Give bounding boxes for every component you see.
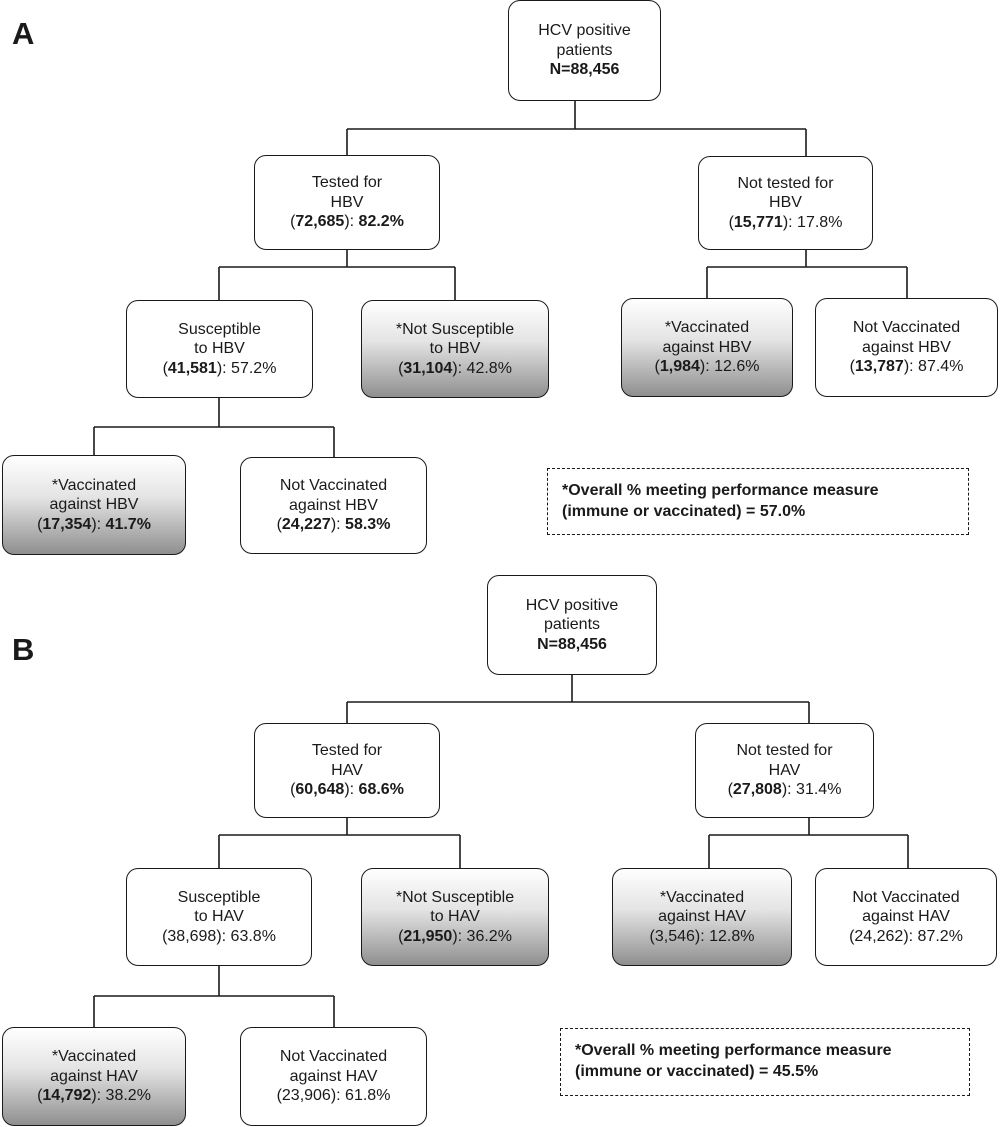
s-not-vaccinated-n: 24,227 bbox=[281, 516, 331, 534]
susceptible-node-b: Susceptible to HAV (38,698): 63.8% bbox=[126, 868, 312, 966]
susceptible-n: 41,581 bbox=[167, 359, 217, 377]
s-vaccinated-pct: 38.2% bbox=[105, 1087, 151, 1105]
s-not-vaccinated-line2: against HBV bbox=[289, 496, 378, 514]
susceptible-line1: Susceptible bbox=[178, 320, 261, 338]
root-count: N=88,456 bbox=[549, 61, 620, 79]
nt-not-vaccinated-line1: Not Vaccinated bbox=[852, 319, 961, 337]
nt-vaccinated-line1: *Vaccinated bbox=[659, 888, 745, 906]
nt-not-vaccinated-pct: 87.2% bbox=[917, 927, 963, 945]
nt-vaccinated-pct: 12.8% bbox=[709, 927, 755, 945]
tested-node-a: Tested for HBV (72,685): 82.2% bbox=[254, 155, 440, 250]
susceptible-line2: to HAV bbox=[194, 908, 244, 926]
nt-vaccinated-line2: against HAV bbox=[658, 908, 746, 926]
susceptible-line2: to HBV bbox=[194, 340, 245, 358]
nt-not-vaccinated-n: 24,262 bbox=[854, 927, 904, 945]
susceptible-node-a: Susceptible to HBV (41,581): 57.2% bbox=[126, 300, 313, 398]
not-tested-line1: Not tested for bbox=[737, 174, 834, 192]
nt-not-vaccinated-n: 13,787 bbox=[854, 358, 904, 376]
not-susceptible-line2: to HAV bbox=[430, 908, 480, 926]
nt-not-vaccinated-line1: Not Vaccinated bbox=[852, 888, 960, 906]
tested-n: 72,685 bbox=[295, 213, 345, 231]
not-susceptible-line1: *Not Susceptible bbox=[395, 888, 515, 906]
note-line1: *Overall % meeting performance measure bbox=[562, 481, 879, 499]
root-node-a: HCV positive patients N=88,456 bbox=[508, 0, 661, 101]
root-line1: HCV positive bbox=[525, 596, 619, 614]
tested-line2: HAV bbox=[331, 761, 363, 779]
not-tested-line2: HAV bbox=[768, 761, 801, 779]
tested-node-b: Tested for HAV (60,648): 68.6% bbox=[254, 723, 440, 818]
nt-not-vaccinated-line2: against HAV bbox=[862, 908, 950, 926]
s-vaccinated-pct: 41.7% bbox=[105, 515, 151, 533]
s-vaccinated-line2: against HAV bbox=[50, 1067, 138, 1085]
not-tested-n: 15,771 bbox=[733, 213, 783, 231]
nt-vaccinated-n: 1,984 bbox=[659, 358, 700, 376]
susceptible-pct: 57.2% bbox=[231, 359, 277, 377]
nt-vaccinated-node-a: *Vaccinated against HBV (1,984): 12.6% bbox=[621, 298, 793, 397]
s-vaccinated-line2: against HBV bbox=[49, 496, 139, 514]
nt-not-vaccinated-node-a: Not Vaccinated against HBV (13,787): 87.… bbox=[815, 298, 998, 397]
s-vaccinated-n: 17,354 bbox=[42, 515, 92, 533]
s-vaccinated-n: 14,792 bbox=[42, 1087, 92, 1105]
nt-vaccinated-line1: *Vaccinated bbox=[664, 319, 750, 337]
s-vaccinated-node-a: *Vaccinated against HBV (17,354): 41.7% bbox=[2, 455, 186, 555]
not-tested-pct: 31.4% bbox=[796, 781, 842, 799]
susceptible-line1: Susceptible bbox=[177, 888, 261, 906]
nt-not-vaccinated-node-b: Not Vaccinated against HAV (24,262): 87.… bbox=[815, 868, 997, 966]
tested-pct: 82.2% bbox=[358, 213, 404, 231]
not-susceptible-n: 31,104 bbox=[403, 359, 453, 377]
s-not-vaccinated-node-a: Not Vaccinated against HBV (24,227): 58.… bbox=[240, 457, 427, 554]
not-susceptible-pct: 42.8% bbox=[466, 359, 512, 377]
susceptible-n: 38,698 bbox=[167, 927, 217, 945]
not-tested-node-a: Not tested for HBV (15,771): 17.8% bbox=[698, 156, 873, 250]
s-vaccinated-line1: *Vaccinated bbox=[51, 476, 137, 494]
s-not-vaccinated-node-b: Not Vaccinated against HAV (23,906): 61.… bbox=[240, 1027, 427, 1126]
panel-label-b: B bbox=[12, 632, 35, 667]
not-tested-line1: Not tested for bbox=[736, 742, 833, 760]
root-line1: HCV positive bbox=[538, 22, 631, 40]
nt-vaccinated-line2: against HBV bbox=[662, 338, 752, 356]
nt-vaccinated-n: 3,546 bbox=[654, 927, 695, 945]
root-line2: patients bbox=[543, 616, 601, 634]
note-line2: (immune or vaccinated) = 57.0% bbox=[562, 502, 806, 520]
not-tested-pct: 17.8% bbox=[797, 213, 843, 231]
tested-line1: Tested for bbox=[311, 174, 383, 192]
not-susceptible-line1: *Not Susceptible bbox=[395, 320, 515, 338]
not-susceptible-pct: 36.2% bbox=[466, 927, 512, 945]
s-not-vaccinated-pct: 61.8% bbox=[345, 1087, 391, 1105]
tested-pct: 68.6% bbox=[358, 781, 404, 799]
nt-vaccinated-pct: 12.6% bbox=[714, 358, 760, 376]
panel-label-a: A bbox=[12, 16, 35, 51]
s-not-vaccinated-line1: Not Vaccinated bbox=[279, 477, 388, 495]
tested-line2: HBV bbox=[330, 193, 364, 211]
not-tested-line2: HBV bbox=[769, 194, 802, 212]
s-not-vaccinated-line2: against HAV bbox=[289, 1067, 378, 1085]
tested-n: 60,648 bbox=[295, 781, 345, 799]
not-susceptible-line2: to HBV bbox=[429, 340, 481, 358]
not-susceptible-node-a: *Not Susceptible to HBV (31,104): 42.8% bbox=[361, 300, 549, 398]
s-not-vaccinated-pct: 58.3% bbox=[345, 516, 391, 534]
nt-not-vaccinated-pct: 87.4% bbox=[918, 358, 964, 376]
note-line2: (immune or vaccinated) = 45.5% bbox=[575, 1063, 819, 1080]
not-susceptible-n: 21,950 bbox=[403, 927, 453, 945]
nt-not-vaccinated-line2: against HBV bbox=[862, 338, 951, 356]
root-node-b: HCV positive patients N=88,456 bbox=[487, 575, 657, 675]
performance-note-a: *Overall % meeting performance measure (… bbox=[547, 468, 969, 535]
root-count: N=88,456 bbox=[537, 635, 607, 653]
not-tested-n: 27,808 bbox=[732, 781, 782, 799]
s-vaccinated-line1: *Vaccinated bbox=[51, 1048, 137, 1066]
performance-note-b: *Overall % meeting performance measure (… bbox=[560, 1028, 970, 1096]
susceptible-pct: 63.8% bbox=[230, 927, 276, 945]
tested-line1: Tested for bbox=[311, 742, 383, 760]
nt-vaccinated-node-b: *Vaccinated against HAV (3,546): 12.8% bbox=[612, 868, 792, 966]
not-tested-node-b: Not tested for HAV (27,808): 31.4% bbox=[695, 723, 874, 818]
root-line2: patients bbox=[556, 41, 613, 59]
note-line1: *Overall % meeting performance measure bbox=[575, 1042, 892, 1060]
s-vaccinated-node-b: *Vaccinated against HAV (14,792): 38.2% bbox=[2, 1027, 186, 1126]
s-not-vaccinated-n: 23,906 bbox=[281, 1087, 331, 1105]
s-not-vaccinated-line1: Not Vaccinated bbox=[279, 1048, 388, 1066]
not-susceptible-node-b: *Not Susceptible to HAV (21,950): 36.2% bbox=[361, 868, 549, 966]
